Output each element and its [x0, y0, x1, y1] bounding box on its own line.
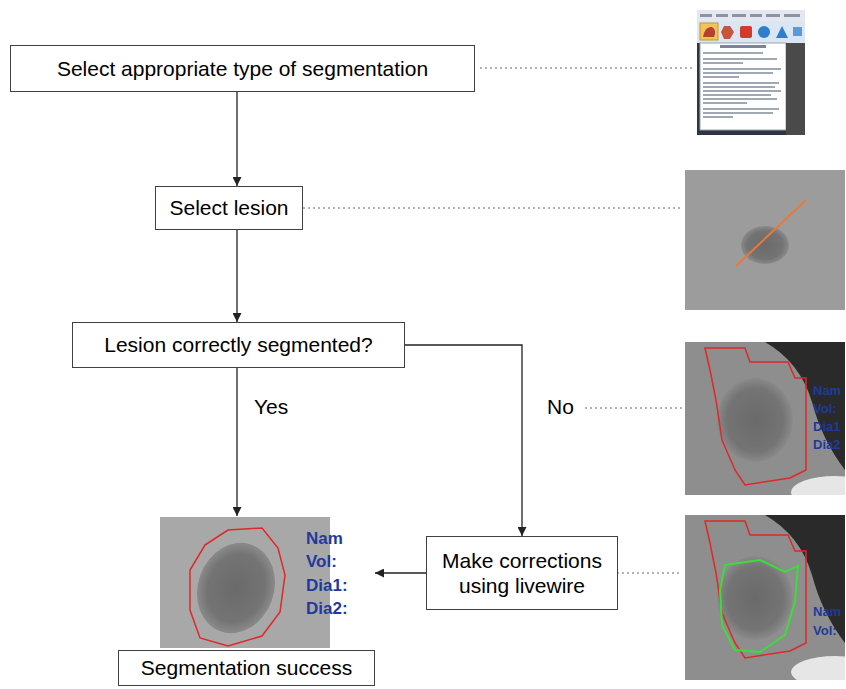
- flow-arrow: [405, 345, 522, 536]
- measurement-label: Nam: [813, 605, 841, 619]
- box-text: Select lesion: [169, 195, 288, 220]
- box-text: Segmentation success: [141, 655, 352, 680]
- ct-image: [685, 170, 845, 310]
- edge-label: Yes: [252, 395, 290, 419]
- box-text: Select appropriate type of segmentation: [57, 56, 428, 81]
- measurement-label: Vol:: [813, 402, 837, 416]
- ct-image: [685, 342, 845, 495]
- measurement-label: Nam: [306, 530, 343, 549]
- result-box: Segmentation success: [118, 650, 375, 686]
- leader-lines: [303, 68, 694, 573]
- measurement-label: Nam: [813, 384, 841, 398]
- ct-image: [160, 517, 330, 648]
- measurement-label: Vol:: [306, 553, 337, 572]
- process-box: Make corrections using livewire: [426, 536, 618, 610]
- flow-arrow: [236, 92, 237, 186]
- flow-arrow: [236, 368, 237, 516]
- box-text: Lesion correctly segmented?: [104, 332, 372, 357]
- flow-arrow: [375, 572, 426, 573]
- process-box: Select appropriate type of segmentation: [10, 45, 475, 92]
- ct-image: [685, 515, 845, 680]
- software-screenshot: [697, 10, 805, 135]
- process-box: Select lesion: [155, 186, 303, 230]
- measurement-label: Dia2: [813, 438, 840, 452]
- flow-arrow: [236, 230, 237, 322]
- edge-label: No: [545, 395, 576, 419]
- measurement-label: Dia1:: [306, 577, 348, 596]
- measurement-label: Dia1: [813, 420, 840, 434]
- decision-box: Lesion correctly segmented?: [72, 322, 405, 368]
- measurement-label: Vol:: [813, 624, 837, 638]
- measurement-label: Dia2:: [306, 600, 348, 619]
- box-text: Make corrections using livewire: [439, 548, 605, 598]
